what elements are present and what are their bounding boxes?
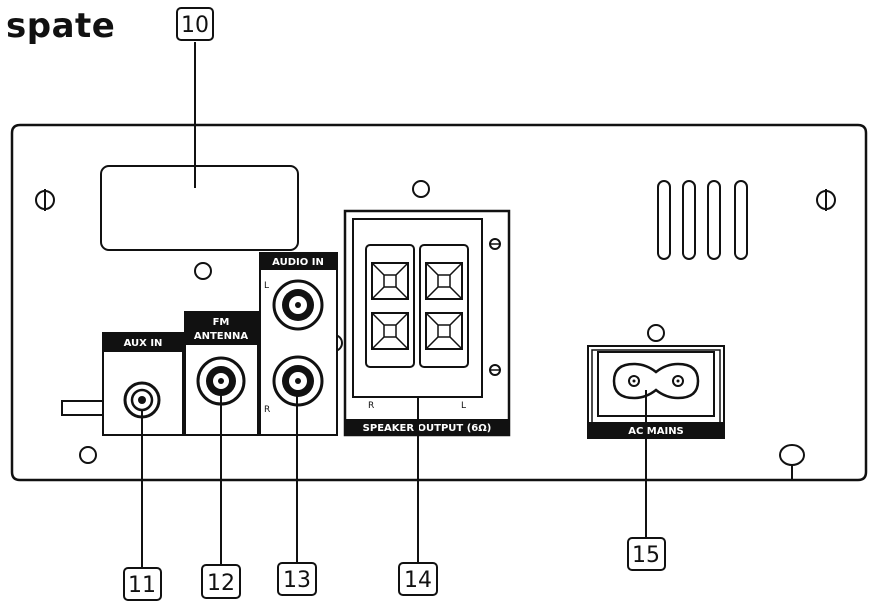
screw-hole (79, 446, 97, 464)
callout-14: 14 (398, 562, 438, 596)
audio-in-left-jack[interactable] (272, 279, 324, 331)
callout-12: 12 (201, 564, 241, 599)
mounting-hole-left (35, 189, 55, 211)
speaker-output-terminals[interactable]: SPEAKER OUTPUT (6Ω) R L (343, 209, 511, 437)
cable-strip (61, 400, 107, 416)
fm-antenna-label-line2: ANTENNA (194, 331, 248, 342)
screw-hole (412, 180, 430, 198)
callout-11: 11 (123, 567, 162, 601)
audio-in-left-label: L (264, 281, 269, 291)
ac-mains-socket[interactable]: AC MAINS (587, 345, 725, 439)
speaker-output-label: SPEAKER OUTPUT (6Ω) (363, 423, 492, 434)
screw-hole (647, 324, 665, 342)
callout-10: 10 (176, 7, 214, 41)
mounting-hole-right (816, 189, 836, 211)
speaker-right-label: R (368, 401, 374, 411)
terminal-screw (489, 238, 501, 250)
label-plate (100, 165, 299, 251)
speaker-clip[interactable] (371, 262, 409, 300)
rear-panel (10, 123, 868, 482)
speaker-clip[interactable] (425, 312, 463, 350)
svg-text:13: 13 (283, 568, 311, 593)
callout-leaders (141, 42, 647, 568)
page-title: spate (6, 6, 116, 46)
audio-in-label: AUDIO IN (272, 257, 324, 268)
svg-text:11: 11 (128, 573, 156, 598)
ac-mains-label: AC MAINS (628, 426, 684, 437)
speaker-clip[interactable] (425, 262, 463, 300)
callout-13: 13 (277, 562, 317, 596)
screw-hole (194, 262, 212, 280)
foot (779, 444, 805, 480)
audio-in-right-label: R (264, 405, 270, 415)
callout-15: 15 (627, 537, 666, 571)
aux-in-label: AUX IN (124, 338, 163, 349)
speaker-left-label: L (461, 401, 466, 411)
svg-text:15: 15 (632, 543, 660, 568)
svg-text:10: 10 (181, 13, 209, 38)
speaker-clip[interactable] (371, 312, 409, 350)
ventilation-slots (657, 180, 748, 260)
fm-antenna-label-line1: FM (213, 317, 230, 328)
audio-in-jacks[interactable]: AUDIO IN L R (259, 252, 338, 436)
terminal-screw (489, 364, 501, 376)
svg-text:12: 12 (207, 571, 235, 596)
svg-text:14: 14 (404, 568, 432, 593)
